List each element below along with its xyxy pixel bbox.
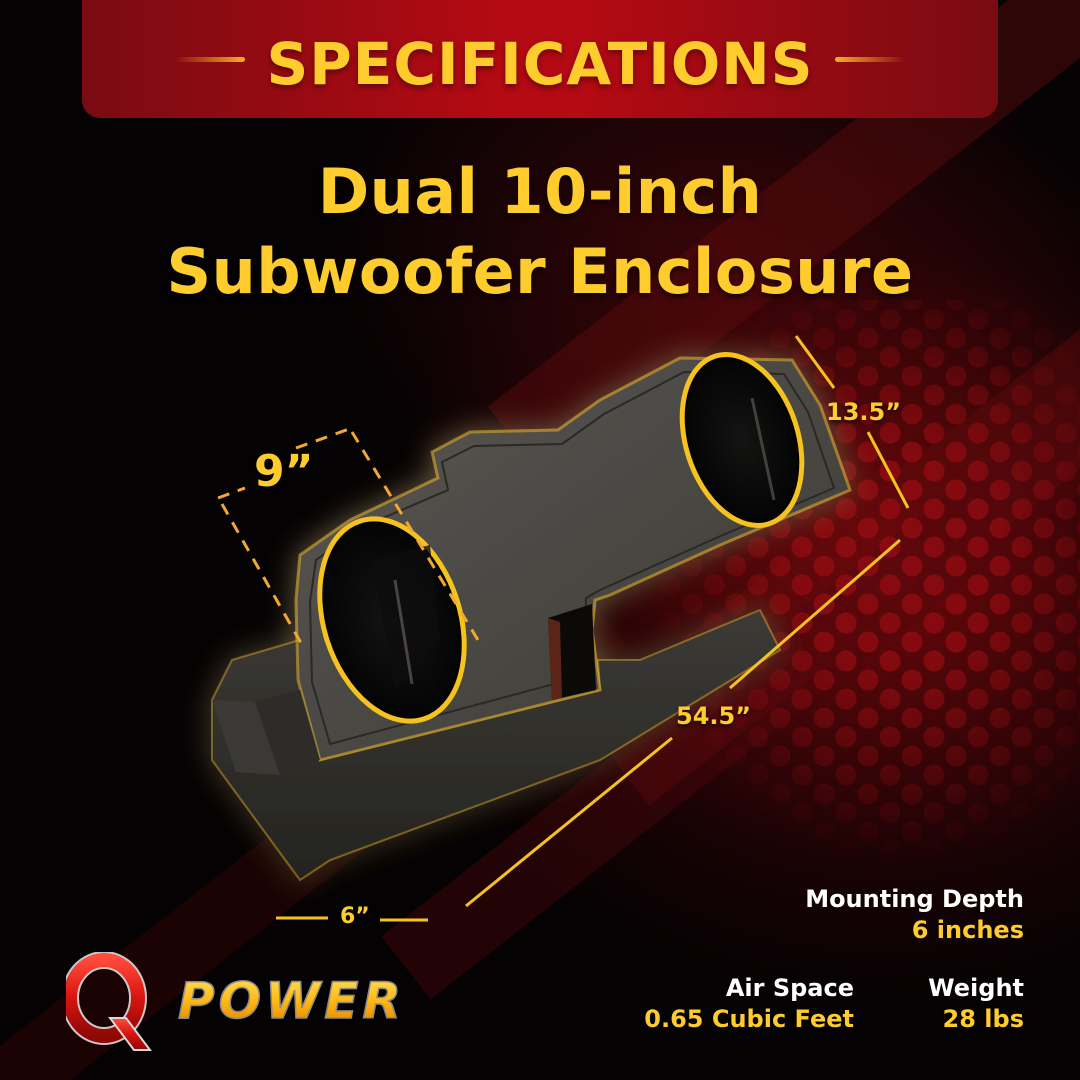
power-wordmark: POWER	[178, 972, 405, 1030]
spec-weight: Weight 28 lbs	[928, 973, 1024, 1035]
dimension-label-cutout: 9”	[254, 446, 314, 497]
dimension-13.5in-lines	[794, 335, 910, 509]
dimension-54.5in-lines	[465, 538, 901, 908]
headline-line-1: Dual 10-inch	[317, 155, 763, 228]
specifications-banner: SPECIFICATIONS	[82, 0, 998, 118]
spec-mounting-depth: Mounting Depth 6 inches	[805, 884, 1024, 946]
banner-title: SPECIFICATIONS	[266, 30, 814, 98]
qpower-logo: POWER	[66, 952, 405, 1051]
spec-label: Mounting Depth	[805, 885, 1024, 913]
banner-rule-right	[835, 56, 906, 62]
spec-label: Weight	[928, 974, 1024, 1002]
dimension-label-depth: 6”	[340, 904, 370, 929]
spec-value: 0.65 Cubic Feet	[644, 1005, 854, 1033]
dimension-9in-bracket	[217, 426, 480, 651]
dimension-label-length: 54.5”	[676, 702, 751, 730]
dimension-6in-lines	[276, 916, 428, 922]
q-logo-icon	[66, 952, 152, 1051]
banner-rule-left	[174, 56, 245, 62]
headline-line-2: Subwoofer Enclosure	[166, 235, 914, 308]
dimension-label-height: 13.5”	[826, 398, 901, 426]
spec-air-space: Air Space 0.65 Cubic Feet	[644, 973, 854, 1035]
spec-value: 6 inches	[911, 916, 1024, 944]
product-headline: Dual 10-inch Subwoofer Enclosure	[0, 152, 1080, 312]
spec-value: 28 lbs	[942, 1005, 1024, 1033]
spec-label: Air Space	[725, 974, 854, 1002]
